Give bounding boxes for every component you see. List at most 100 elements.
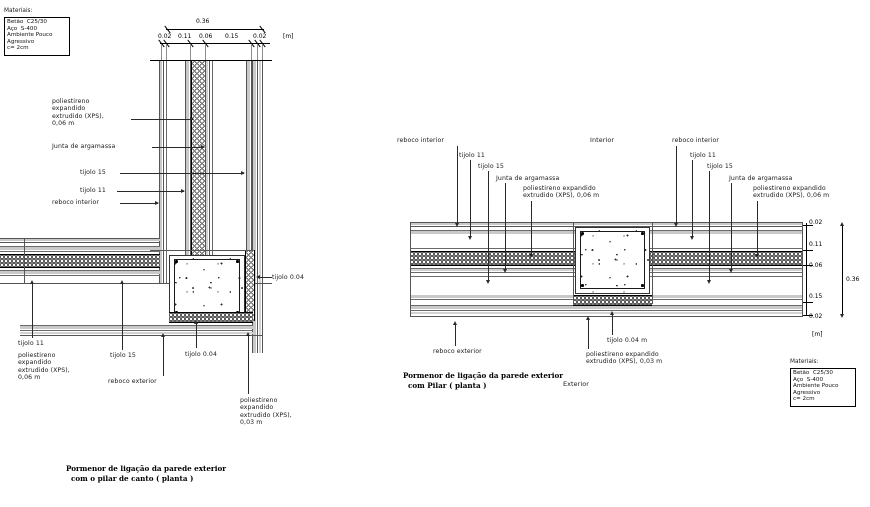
dim-seg-1: 0.11	[178, 33, 192, 40]
r-column-xps-bottom	[573, 295, 652, 306]
leader-arrow	[453, 321, 457, 325]
leader-line	[612, 315, 613, 335]
wall-h-edge	[0, 270, 160, 271]
r-label-interior: Interior	[590, 136, 615, 144]
dim-seg-0: 0.02	[158, 33, 172, 40]
leader-arrow	[455, 223, 459, 227]
layer-edge	[190, 61, 191, 283]
column-stirrup	[174, 259, 240, 316]
dim-seg-4: 0.02	[253, 33, 267, 40]
materials-title-left: Materiais:	[4, 8, 33, 14]
leader-arrow	[30, 280, 34, 284]
leader-line	[709, 171, 710, 281]
leader-arrow	[674, 223, 678, 227]
rebar-dot	[175, 260, 178, 263]
leader-arrow	[190, 117, 194, 121]
leader-line	[122, 284, 123, 350]
layer-h-tijolo15	[0, 271, 160, 274]
layer-ext-reboco	[20, 332, 253, 334]
leader-arrow	[468, 236, 472, 240]
label-xps-006-bottom: poliestireno expandido extrudido (XPS), …	[18, 352, 70, 382]
right-detail-title: Pormenor de ligação da parede exterior c…	[403, 371, 564, 390]
ext-line	[262, 44, 263, 60]
leader-arrow	[529, 254, 533, 258]
layer-edge	[257, 61, 258, 353]
label-reboco-interior-left: reboco interior	[52, 199, 100, 206]
r-wall-bottom-edge	[410, 316, 802, 317]
r-dim-seg-3: 0.15	[809, 293, 823, 300]
r-label-junta-l: Junta de argamassa	[496, 175, 560, 182]
layer-edge	[163, 61, 164, 283]
column-concrete-section	[169, 255, 245, 321]
r-label-reboco-exterior: reboco exterior	[433, 348, 482, 355]
r-label-tijolo15-r: tijolo 15	[707, 163, 733, 170]
r-dim-seg-1: 0.11	[809, 241, 823, 248]
leader-arrow	[690, 236, 694, 240]
wall-h-edge	[20, 330, 253, 331]
layer-edge	[159, 61, 160, 283]
r-label-tijolo004: tijolo 0.04 m	[607, 337, 648, 344]
leader-line	[163, 337, 164, 376]
leader-line	[505, 183, 506, 271]
ext-line	[166, 44, 167, 60]
ext-line	[251, 44, 252, 60]
ext-line	[161, 44, 162, 60]
rebar-dot	[641, 284, 644, 287]
leader-line	[120, 173, 244, 174]
dim-arrow	[840, 222, 844, 226]
leader-line	[117, 191, 184, 192]
leader-arrow	[486, 280, 490, 284]
dim-seg-3: 0.15	[225, 33, 239, 40]
dim-total-line-left	[166, 29, 264, 30]
label-junta-argamassa-left: Junta de argamassa	[52, 143, 116, 150]
layer-junta-argamassa	[206, 61, 208, 283]
dim-total-left: 0.36	[196, 18, 210, 25]
dim-tick-h	[803, 265, 813, 266]
wall-end-edge	[24, 238, 25, 283]
leader-line	[531, 201, 532, 256]
leader-arrow	[755, 254, 759, 258]
leader-arrow	[194, 320, 198, 324]
wall-h-edge	[0, 238, 160, 239]
left-detail-title: Pormenor de ligação da parede exterior c…	[66, 464, 227, 483]
layer-h-tijolo	[0, 247, 160, 250]
dim-seg-line-left	[160, 43, 270, 44]
dim-tick-h	[803, 225, 813, 226]
r-wall-top-edge	[410, 222, 802, 223]
r-column-edge	[652, 222, 653, 304]
wall-h-edge	[0, 246, 160, 247]
leader-arrow	[586, 316, 590, 320]
leader-line	[248, 336, 249, 394]
layer-edge	[252, 61, 253, 353]
r-wall-edge	[410, 226, 802, 227]
ext-line	[257, 44, 258, 60]
r-label-reboco-interior-r: reboco interior	[672, 137, 720, 144]
layer-tijolo15-edge	[212, 61, 213, 261]
label-reboco-exterior-bottom: reboco exterior	[108, 378, 157, 385]
leader-line	[676, 146, 677, 224]
leader-line	[258, 277, 272, 278]
leader-arrow	[503, 269, 507, 273]
layer-edge	[205, 61, 206, 283]
r-layer-reboco-interior	[410, 223, 802, 225]
r-label-xps-006-r: poliestireno expandido extrudido (XPS), …	[753, 185, 830, 200]
label-tijolo15-bottom: tijolo 15	[110, 352, 136, 359]
r-dim-total-line	[842, 224, 843, 316]
materials-title-right: Materiais:	[790, 359, 819, 365]
leader-arrow	[707, 280, 711, 284]
column-top-edge	[150, 250, 253, 251]
r-dim-unit: [m]	[812, 331, 823, 338]
r-label-xps-006-l: poliestireno expandido extrudido (XPS), …	[523, 185, 600, 200]
r-dim-seg-2: 0.06	[809, 262, 823, 269]
wall-h-edge	[0, 275, 160, 276]
column-xps-bottom	[169, 312, 253, 323]
label-tijolo004-right: tijolo 0.04	[272, 274, 304, 281]
r-wall-right-end	[802, 222, 803, 317]
r-label-xps-003: poliestireno expandido extrudido (XPS), …	[586, 351, 663, 366]
leader-line	[120, 203, 158, 204]
leader-line	[131, 119, 193, 120]
layer-tijolo004	[253, 61, 256, 353]
dim-tick-h	[803, 315, 813, 316]
layer-h-xps-end	[0, 254, 24, 268]
layer-edge	[251, 61, 252, 283]
